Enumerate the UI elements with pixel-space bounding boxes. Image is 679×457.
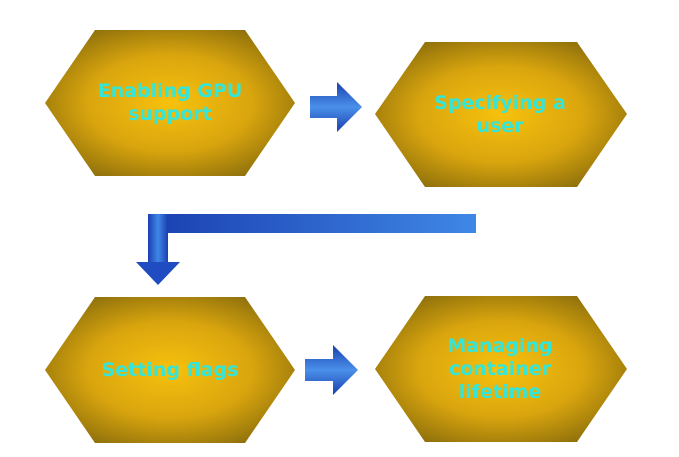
right-arrow-icon [310, 82, 362, 132]
elbow-down-arrow-icon [136, 214, 476, 285]
step-3-hexagon [45, 297, 295, 443]
step-2-hexagon [375, 42, 627, 187]
step-4-hexagon [375, 296, 627, 442]
right-arrow-icon [305, 345, 358, 395]
step-1-hexagon [45, 30, 295, 176]
